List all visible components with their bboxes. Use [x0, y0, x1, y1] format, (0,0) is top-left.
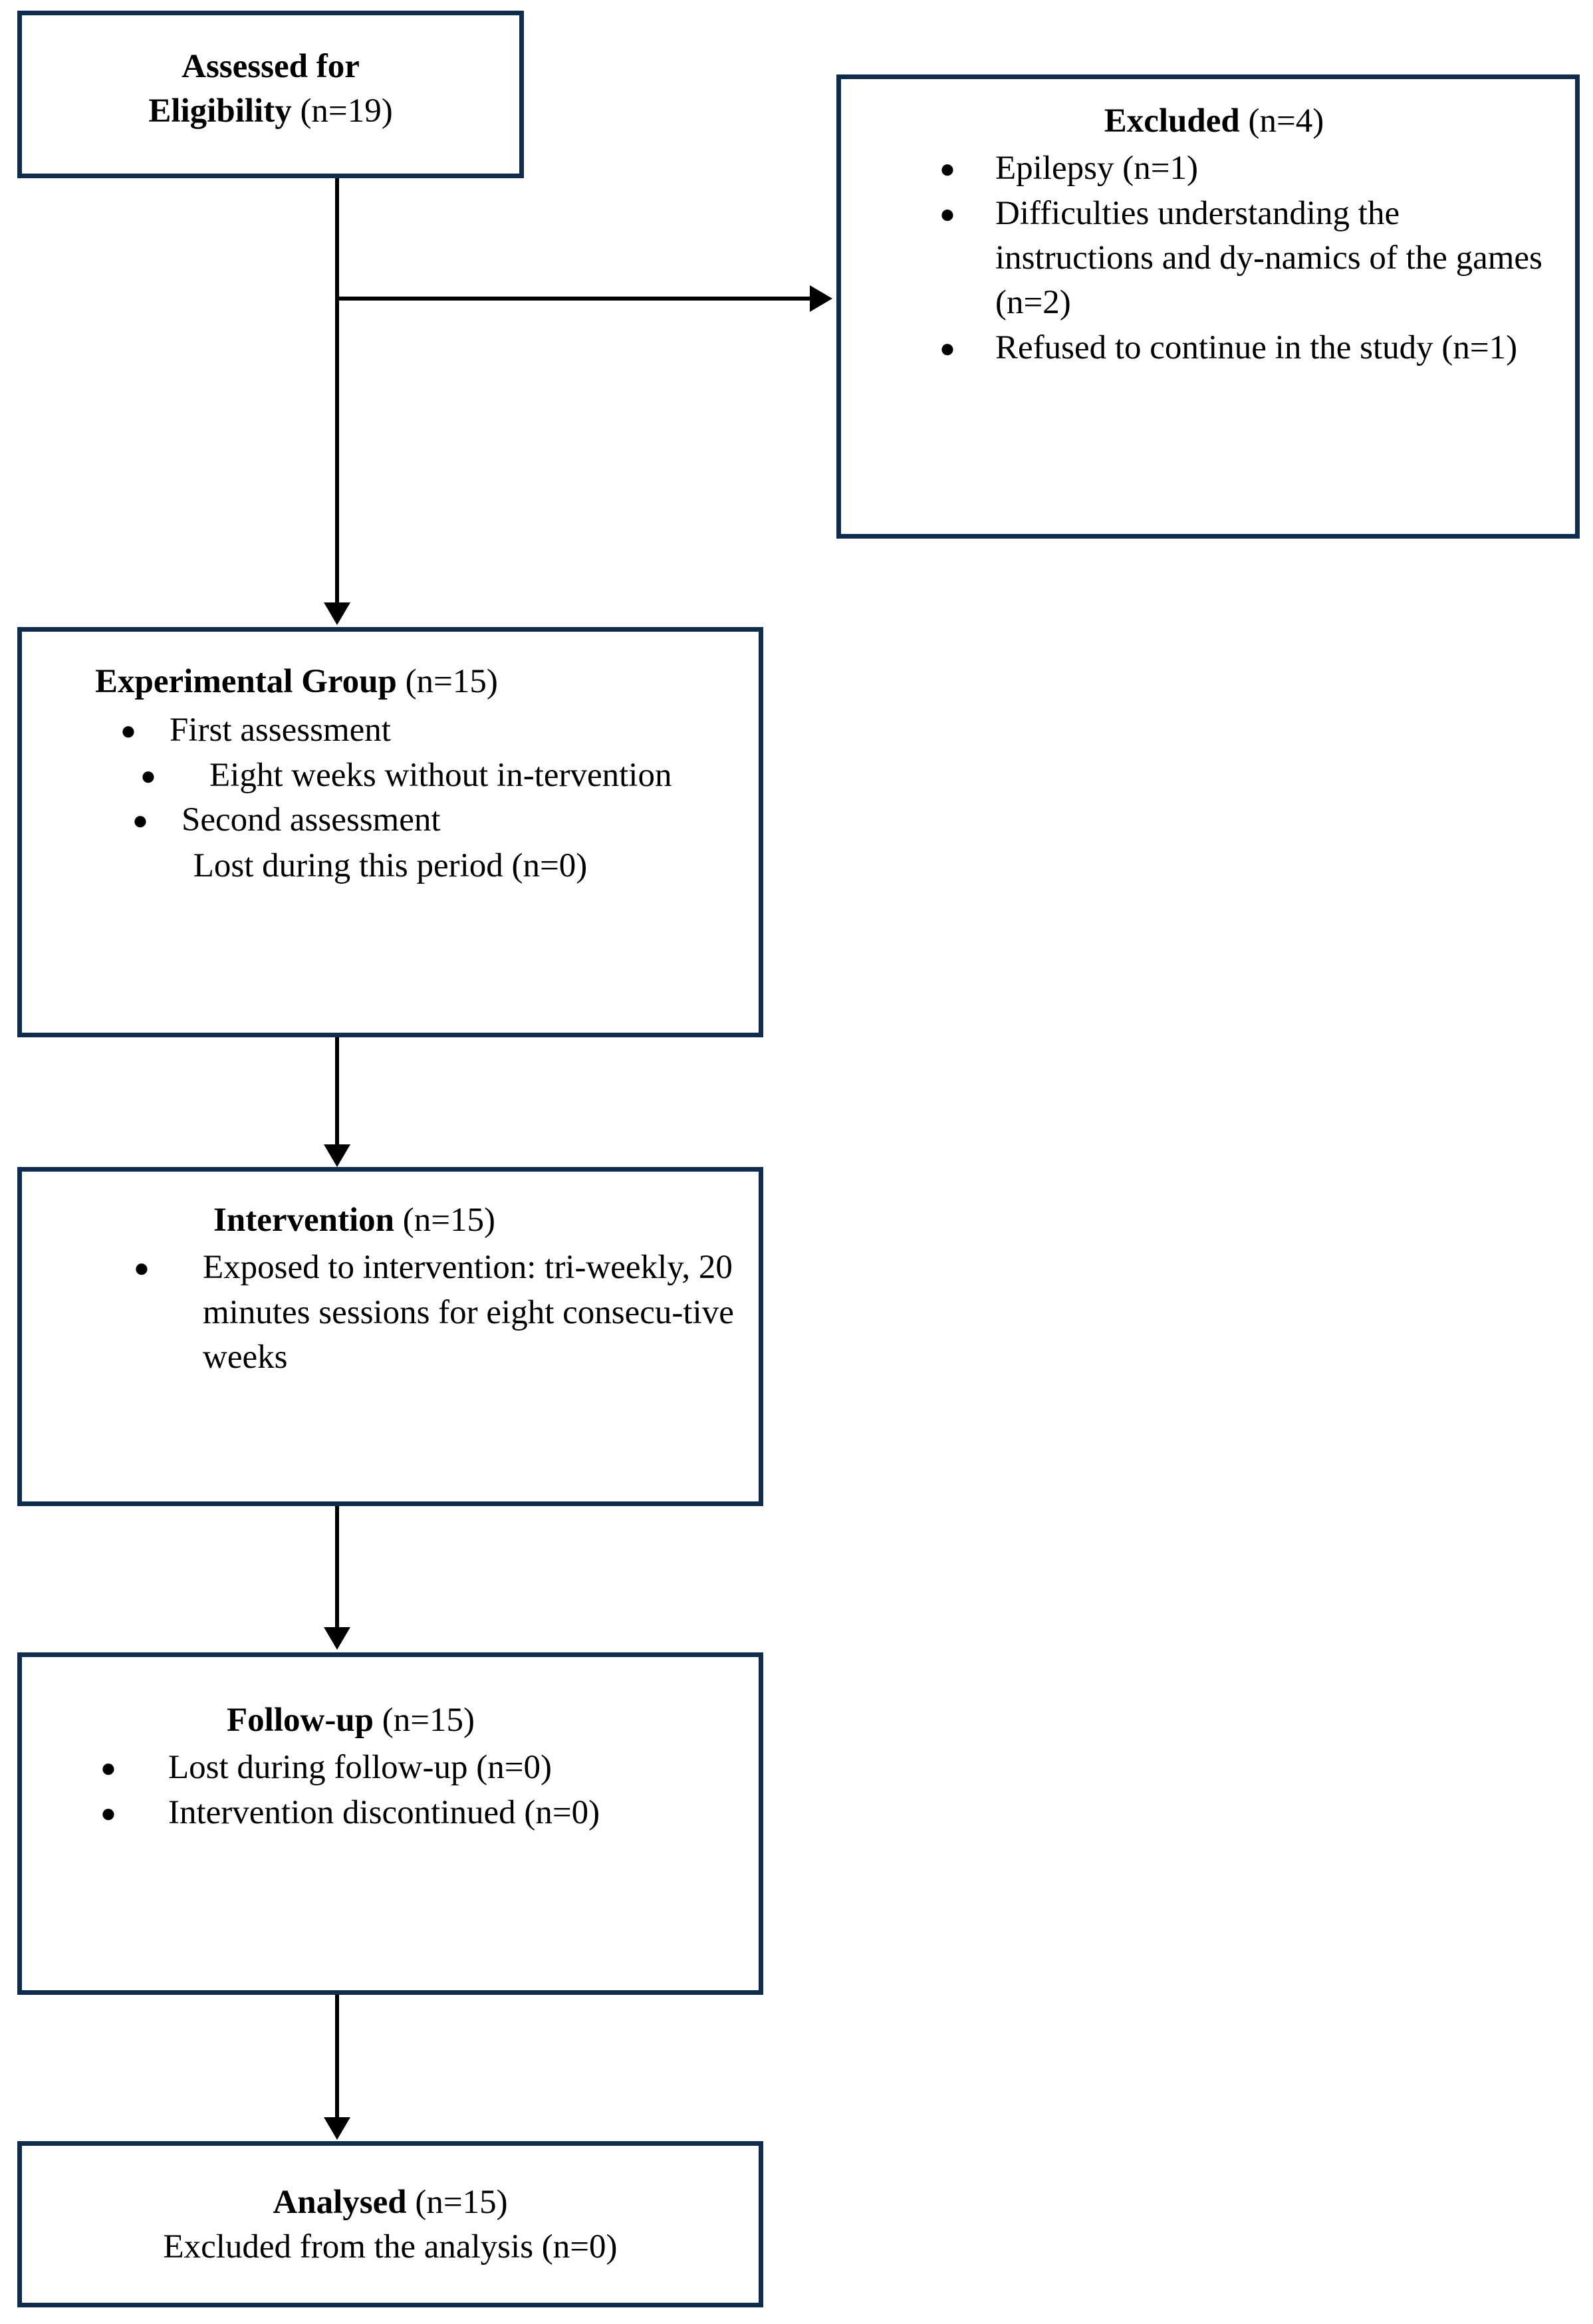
assessed-count: (n=19) [300, 92, 393, 130]
connector-experimental-to-intervention [335, 1037, 339, 1147]
bullet-icon: ● [132, 805, 149, 835]
list-item-label: Epilepsy (n=1) [995, 150, 1198, 188]
intervention-title-bold: Intervention [213, 1202, 394, 1239]
list-item: ● Refused to continue in the study (n=1) [934, 326, 1548, 370]
experimental-title: Experimental Group (n=15) [42, 660, 739, 704]
bullet-icon: ● [120, 715, 137, 746]
bullet-icon: ● [939, 154, 956, 184]
arrowhead-down-intervention [324, 1144, 350, 1167]
assessed-title-line1: Assessed for [22, 45, 519, 89]
connector-intervention-to-followup [335, 1506, 339, 1629]
intervention-count: (n=15) [402, 1202, 495, 1239]
list-item-label: First assessment [170, 711, 391, 749]
list-item-label: Second assessment [182, 801, 441, 839]
list-item: ● Second assessment [127, 798, 739, 842]
experimental-footer: Lost during this period (n=0) [193, 847, 588, 885]
list-item-label: Intervention discontinued (n=0) [168, 1793, 600, 1831]
excluded-count: (n=4) [1248, 102, 1324, 140]
assessed-title-bold: Assessed for [182, 48, 360, 85]
analysed-title: Analysed (n=15) [35, 2180, 745, 2225]
node-excluded: Excluded (n=4) ● Epilepsy (n=1) ● Diffic… [836, 74, 1580, 539]
intervention-list: ● Exposed to intervention: tri-weekly, 2… [42, 1245, 739, 1380]
excluded-list: ● Epilepsy (n=1) ● Difficulties understa… [868, 146, 1548, 370]
experimental-count: (n=15) [405, 663, 498, 700]
node-analysed: Analysed (n=15) Excluded from the analys… [17, 2141, 763, 2307]
followup-count: (n=15) [382, 1702, 475, 1739]
arrowhead-down-analysed [324, 2117, 350, 2140]
list-item-label: Lost during follow-up (n=0) [168, 1749, 552, 1787]
node-intervention: Intervention (n=15) ● Exposed to interve… [17, 1167, 763, 1506]
list-item: ● Eight weeks without in-tervention [135, 753, 739, 798]
experimental-title-bold: Experimental Group [95, 663, 397, 700]
connector-assessed-to-excluded [335, 297, 811, 301]
connector-followup-to-analysed [335, 1995, 339, 2119]
bullet-icon: ● [100, 1753, 117, 1783]
experimental-list: ● First assessment ● Eight weeks without… [42, 708, 739, 842]
list-item-label: Eight weeks without in-tervention [209, 756, 672, 794]
bullet-icon: ● [100, 1797, 117, 1828]
bullet-icon: ● [939, 332, 956, 363]
node-follow-up: Follow-up (n=15) ● Lost during follow-up… [17, 1652, 763, 1995]
list-item: ● Epilepsy (n=1) [934, 146, 1548, 191]
list-item-label: Refused to continue in the study (n=1) [995, 328, 1518, 366]
followup-title: Follow-up (n=15) [42, 1698, 739, 1743]
intervention-title: Intervention (n=15) [42, 1198, 739, 1243]
arrowhead-right-excluded [810, 285, 832, 312]
bullet-icon: ● [140, 760, 157, 791]
arrowhead-down-experimental [324, 602, 350, 625]
arrowhead-down-followup [324, 1627, 350, 1650]
list-item: ● First assessment [115, 708, 739, 753]
analysed-title-bold: Analysed [273, 2184, 407, 2221]
list-item-label: Difficulties understanding the instructi… [995, 194, 1542, 322]
node-assessed-for-eligibility: Assessed for Eligibility (n=19) [17, 11, 524, 178]
bullet-icon: ● [939, 198, 956, 229]
list-item-label: Exposed to intervention: tri-weekly, 20 … [203, 1249, 734, 1376]
followup-list: ● Lost during follow-up (n=0) ● Interven… [42, 1745, 739, 1835]
assessed-title-line2: Eligibility (n=19) [22, 89, 519, 134]
excluded-title: Excluded (n=4) [880, 99, 1548, 144]
node-experimental-group: Experimental Group (n=15) ● First assess… [17, 627, 763, 1037]
excluded-title-bold: Excluded [1104, 102, 1240, 140]
list-item: ● Lost during follow-up (n=0) [95, 1745, 739, 1790]
analysed-footer: Excluded from the analysis (n=0) [163, 2228, 618, 2266]
bullet-icon: ● [133, 1253, 150, 1283]
analysed-count: (n=15) [415, 2184, 508, 2221]
list-item: ● Difficulties understanding the instruc… [934, 192, 1548, 326]
list-item: ● Intervention discontinued (n=0) [95, 1791, 739, 1835]
connector-assessed-to-experimental [335, 178, 339, 604]
followup-title-bold: Follow-up [227, 1702, 374, 1739]
list-item: ● Exposed to intervention: tri-weekly, 2… [128, 1245, 739, 1380]
assessed-title-bold-2: Eligibility [148, 92, 292, 130]
